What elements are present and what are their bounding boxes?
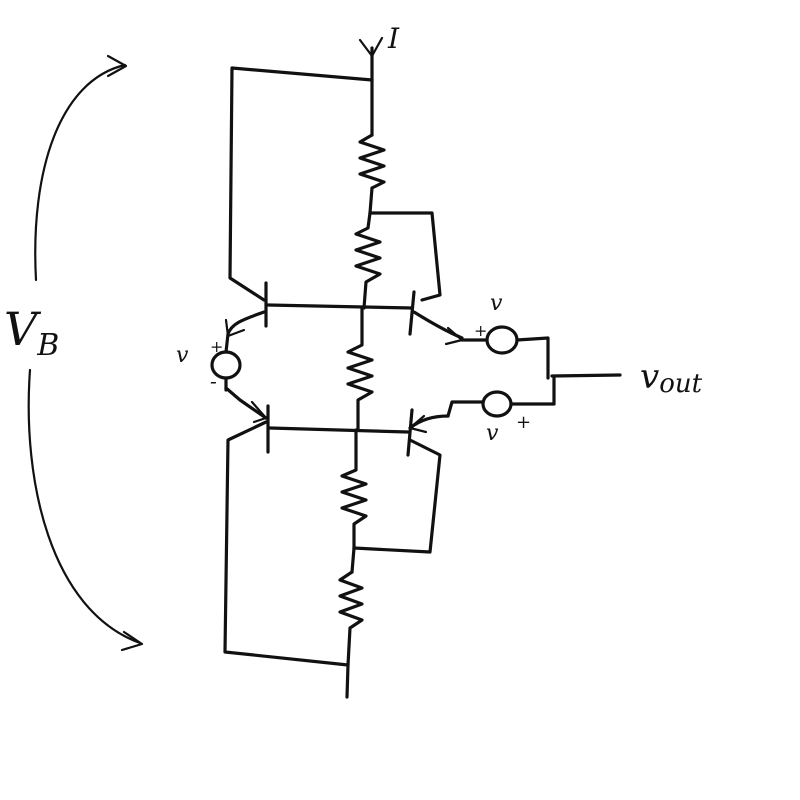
output-label: vout (640, 357, 703, 399)
resistor-r4 (340, 428, 368, 550)
lower-bypass-wire (352, 438, 442, 554)
bias-voltage-arc-bottom (27, 368, 144, 652)
transistor-q4 (406, 408, 450, 457)
left-voltage-source (210, 332, 242, 392)
bottom-right-source-value: v (486, 421, 499, 446)
output-wire (550, 373, 622, 378)
transistor-q3 (408, 290, 464, 346)
left-source-plus: + (210, 337, 223, 356)
resistor-r2 (354, 211, 382, 310)
bias-voltage-arc-top (34, 54, 128, 282)
resistor-r5 (338, 570, 364, 667)
current-arrow-icon (358, 36, 384, 82)
supply-wire-bottom (345, 663, 350, 699)
current-label: I (387, 22, 400, 55)
resistor-r3 (346, 306, 374, 432)
lower-left-loop-wire (223, 420, 350, 667)
top-right-voltage-source (460, 325, 550, 380)
bottom-right-voltage-source (446, 376, 556, 418)
transistor-q1 (224, 281, 268, 338)
left-source-value: v (176, 343, 189, 368)
node-wire-a (368, 186, 374, 215)
bottom-right-source-plus: + (516, 412, 531, 433)
resistor-r1 (358, 133, 386, 190)
left-source-minus: - (210, 369, 217, 393)
top-right-source-plus: + (474, 321, 487, 340)
upper-bypass-wire (368, 211, 442, 302)
top-right-source-value: v (490, 291, 503, 316)
transistor-q2 (224, 386, 270, 454)
upper-left-loop-wire (228, 66, 374, 302)
bias-voltage-label: VB (4, 302, 59, 363)
node-wire-b (350, 546, 356, 574)
upper-base-line (266, 303, 414, 310)
lower-base-line (268, 426, 410, 434)
